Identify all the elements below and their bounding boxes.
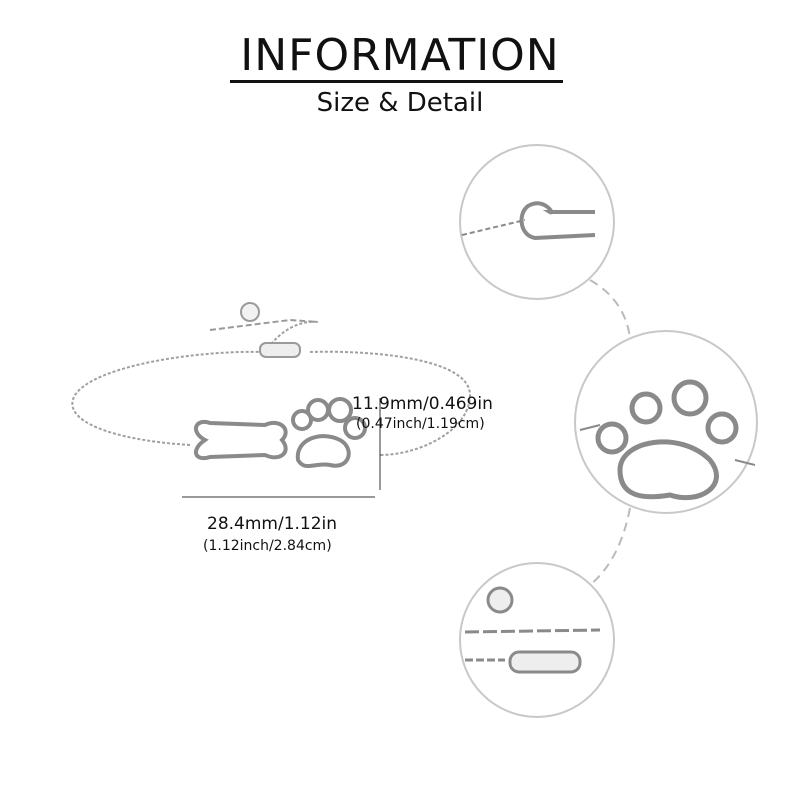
connector-lines	[589, 279, 631, 586]
bone-closeup	[461, 201, 596, 241]
paw-charm	[291, 397, 367, 469]
paw-closeup	[579, 379, 756, 501]
page-title: INFORMATION	[240, 30, 560, 81]
width-dimension-alt: (1.12inch/2.84cm)	[203, 538, 332, 554]
height-dimension: 11.9mm/0.469in	[352, 394, 493, 414]
dimension-lines	[182, 398, 381, 498]
detail-circle-clasp	[459, 562, 615, 718]
page-subtitle: Size & Detail	[316, 88, 484, 118]
title-underline	[230, 80, 563, 83]
detail-circle-paw	[574, 330, 758, 514]
height-dimension-alt: (0.47inch/1.19cm)	[356, 416, 485, 432]
extender-chain	[209, 302, 319, 358]
bracelet-chain	[71, 320, 472, 456]
tag-charm	[240, 302, 260, 322]
bone-charm	[194, 419, 288, 461]
lobster-clasp	[259, 342, 301, 358]
clasp-closeup	[464, 586, 601, 674]
width-dimension: 28.4mm/1.12in	[207, 514, 338, 534]
detail-circle-bone	[459, 144, 615, 300]
